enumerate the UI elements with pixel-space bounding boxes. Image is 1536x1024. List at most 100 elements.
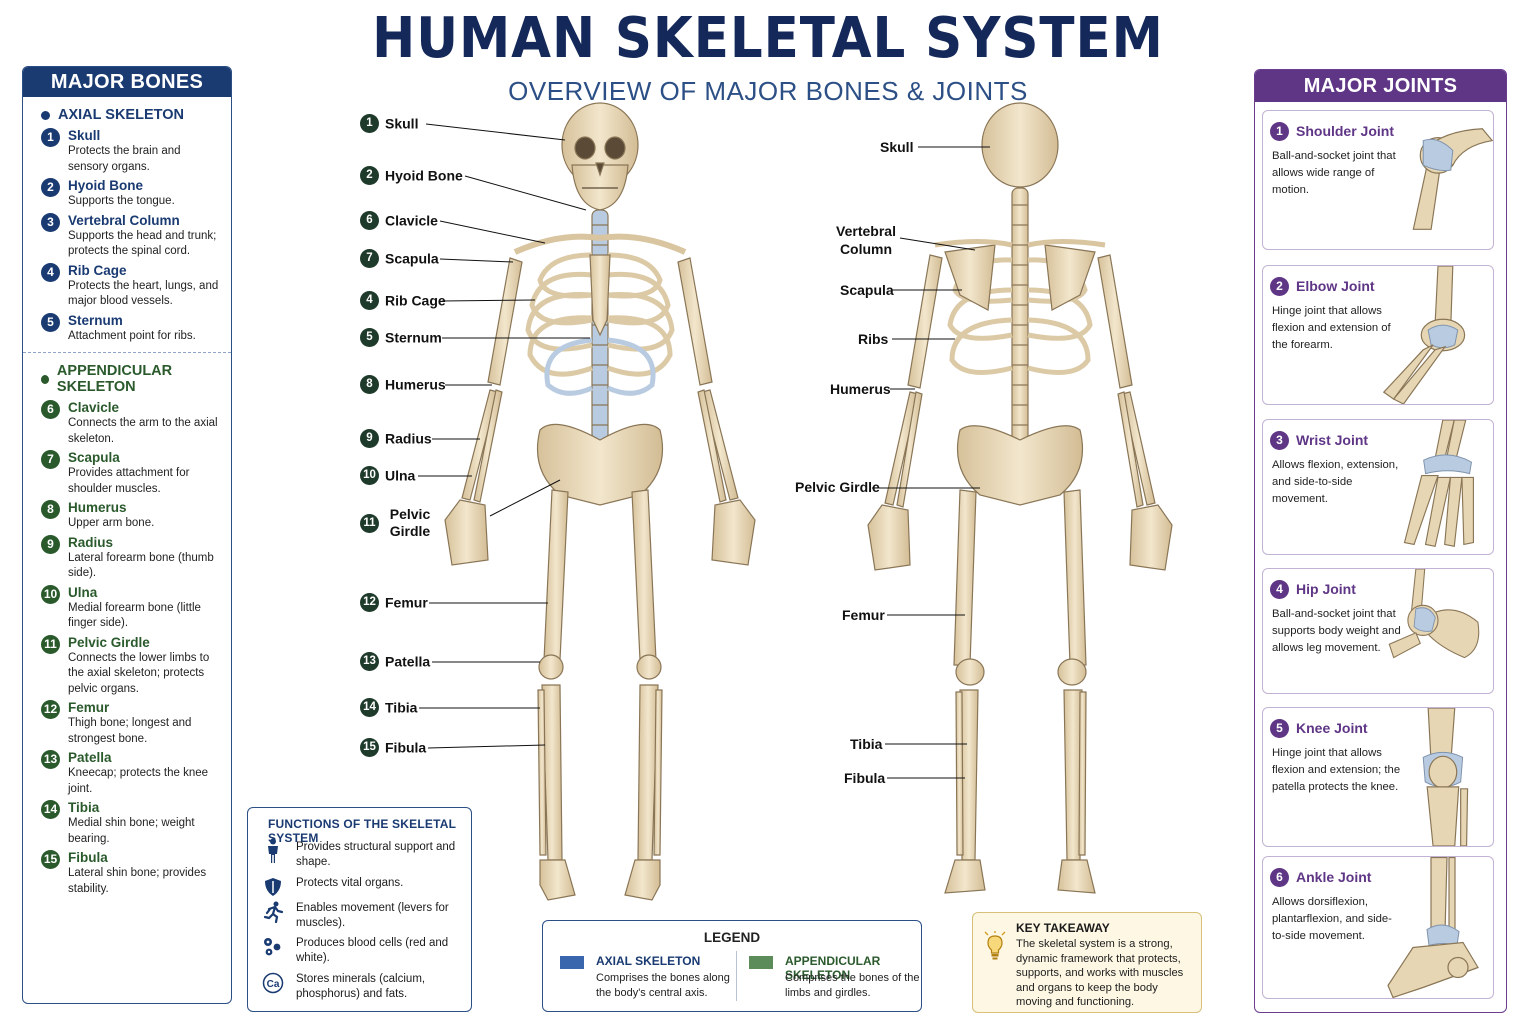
label-text: Ulna (385, 467, 416, 484)
label-text: Radius (385, 430, 432, 447)
shield-icon (262, 876, 284, 898)
bone-description: Kneecap; protects the knee joint. (68, 767, 209, 795)
joint-description: Hinge joint that allows flexion and exte… (1272, 305, 1391, 351)
appendicular-skeleton-section-title: APPENDICULAR SKELETON (23, 363, 231, 395)
posterior-skeleton-label: Fibula (844, 770, 886, 786)
bone-name: Femur (68, 700, 110, 715)
number-badge: 1 (1270, 122, 1289, 141)
legend-box: LEGEND AXIAL SKELETON Comprises the bone… (542, 920, 922, 1012)
posterior-pelvis (956, 425, 1084, 506)
bone-name: Skull (68, 128, 101, 143)
anterior-skeleton (444, 102, 756, 901)
posterior-skeleton-label: Femur (842, 607, 885, 623)
joint-description: Ball-and-socket joint that allows wide r… (1272, 150, 1396, 196)
anterior-patella (538, 654, 564, 680)
bullet-icon (41, 110, 50, 120)
bone-description: Provides attachment for shoulder muscles… (68, 467, 190, 495)
major-bones-header: MAJOR BONES (23, 67, 231, 97)
number-badge: 9 (41, 534, 60, 554)
label-number-badge: 8 (360, 375, 379, 394)
wrist-joint-illustration (1403, 420, 1474, 548)
number-badge: 10 (41, 584, 60, 604)
bone-name: Vertebral Column (68, 212, 180, 228)
number-badge: 2 (1270, 277, 1289, 296)
axial-skeleton-section-title: AXIAL SKELETON (23, 107, 231, 123)
number-badge: 7 (41, 450, 60, 469)
legend-axial-name: AXIAL SKELETON (596, 954, 701, 968)
skeleton-label: 6 Clavicle (360, 211, 438, 230)
label-number-badge: 10 (360, 466, 379, 485)
posterior-skeleton-label: Vertebral Column (836, 223, 896, 257)
label-text: Sternum (385, 329, 442, 346)
label-text: Tibia (385, 699, 418, 716)
label-text: Femur (385, 594, 428, 611)
skeleton-label: 14 Tibia (360, 698, 417, 717)
label-text: Skull (385, 115, 419, 132)
bone-name: Sternum (68, 312, 123, 328)
bullet-icon (41, 374, 49, 384)
bone-name: Clavicle (68, 400, 120, 415)
joint-description: Allows flexion, extension, and side-to-s… (1272, 459, 1399, 505)
label-number-badge: 6 (360, 211, 379, 230)
label-text: Fibula (385, 739, 427, 756)
bone-description: Connects the lower limbs to the axial sk… (68, 651, 210, 695)
skeleton-label: 15 Fibula (360, 738, 426, 757)
label-number-badge: 14 (360, 698, 379, 717)
bone-description: Lateral forearm bone (thumb side). (68, 551, 214, 580)
label-text: Rib Cage (385, 292, 446, 309)
person-icon (262, 838, 284, 863)
posterior-skeleton (867, 102, 1173, 894)
skeleton-label: 4 Rib Cage (360, 291, 446, 310)
function-item: Ca Stores minerals (calcium, phosphorus)… (262, 972, 456, 1002)
number-badge: 2 (41, 178, 60, 197)
label-number-badge: 15 (360, 738, 379, 757)
anterior-rib-cage (525, 252, 675, 396)
label-text: Humerus (385, 376, 446, 393)
posterior-leader-lines (872, 146, 990, 779)
label-number-badge: 4 (360, 291, 379, 310)
label-text: Patella (385, 653, 431, 670)
joint-description: Ball-and-socket joint that supports body… (1272, 608, 1401, 654)
joint-description: Hinge joint that allows flexion and exte… (1272, 747, 1401, 793)
label-text: Pelvic Girdle (389, 506, 431, 539)
bone-description: Protects the heart, lungs, and major blo… (68, 279, 219, 308)
bone-description: Upper arm bone. (68, 517, 155, 529)
appendicular-color-swatch (749, 956, 773, 969)
ankle-joint-illustration (1387, 857, 1479, 998)
label-text: Clavicle (385, 212, 438, 229)
legend-axial-desc: Comprises the bones along the body's cen… (596, 972, 730, 999)
number-badge: 3 (41, 212, 60, 232)
number-badge: 6 (1270, 868, 1289, 887)
shoulder-joint-illustration (1412, 128, 1493, 230)
posterior-skull (981, 102, 1059, 188)
joint-name: Ankle Joint (1296, 869, 1372, 885)
